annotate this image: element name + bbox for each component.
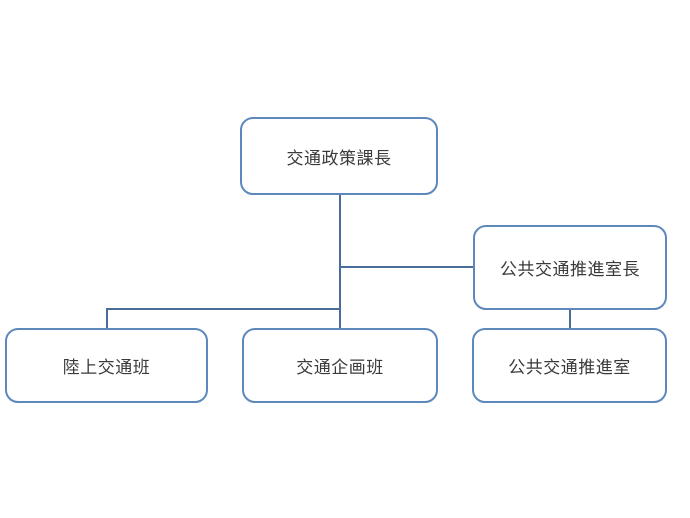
connector-to-promotion-office-chief <box>340 266 474 268</box>
org-node-transport-planning-team: 交通企画班 <box>242 328 438 403</box>
org-node-section-chief-label: 交通政策課長 <box>286 148 392 168</box>
org-node-promotion-office: 公共交通推進室 <box>472 328 667 403</box>
org-node-section-chief: 交通政策課長 <box>240 117 438 195</box>
connector-to-land-transport-team <box>106 308 108 329</box>
org-node-promotion-office-label: 公共交通推進室 <box>508 358 631 377</box>
org-node-promotion-office-chief: 公共交通推進室長 <box>473 225 667 310</box>
org-node-land-transport-team: 陸上交通班 <box>5 328 208 403</box>
org-node-land-transport-team-label: 陸上交通班 <box>62 358 151 377</box>
org-node-promotion-office-chief-label: 公共交通推進室長 <box>500 260 640 279</box>
org-node-transport-planning-team-label: 交通企画班 <box>296 358 384 377</box>
connector-left-branch-horizontal <box>106 308 341 310</box>
connector-to-promotion-office <box>569 309 571 329</box>
connector-trunk-vertical <box>339 194 341 329</box>
